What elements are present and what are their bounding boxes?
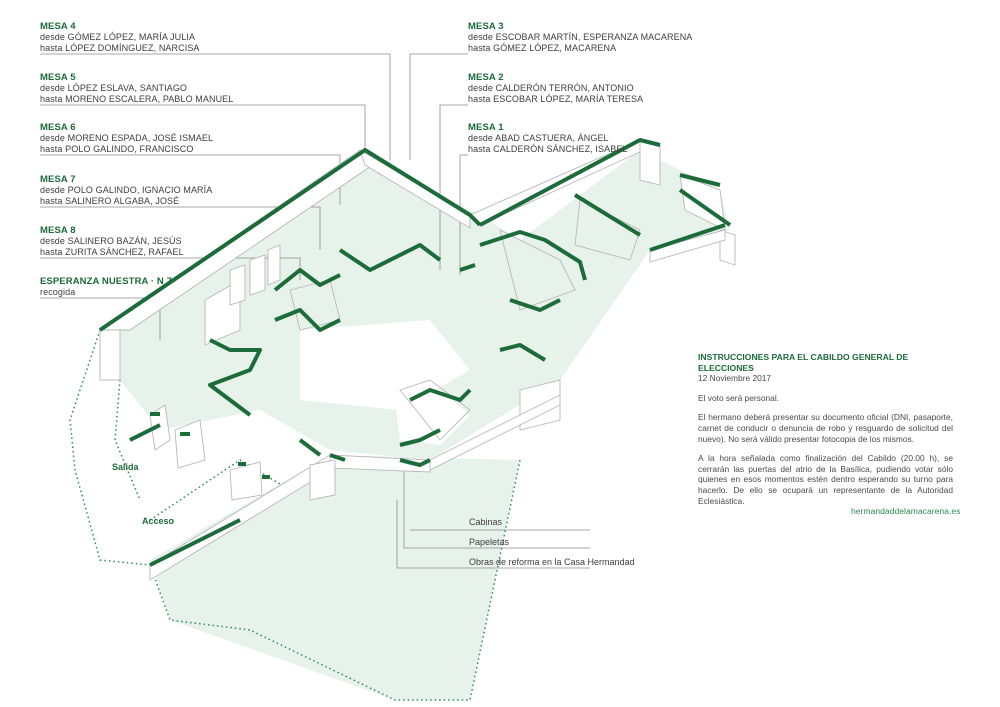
papeletas-label: Papeletas <box>469 537 510 547</box>
mesa-from: desde CALDERÓN TERRÓN, ANTONIO <box>468 83 634 93</box>
mesa-1-label: MESA 1 desde ABAD CASTUERA, ÁNGEL hasta … <box>468 122 628 155</box>
obras-label: Obras de reforma en la Casa Hermandad <box>469 557 635 567</box>
mesa-title: MESA 2 <box>468 72 504 83</box>
mesa-7-label: MESA 7 desde POLO GALINDO, IGNACIO MARÍA… <box>40 174 212 207</box>
instructions-paragraph-2: El hermano deberá presentar su documento… <box>698 412 953 444</box>
mesa-to: hasta POLO GALINDO, FRANCISCO <box>40 144 194 154</box>
salida-label: Salida <box>112 462 139 472</box>
mesa-to: hasta ESCOBAR LÓPEZ, MARÍA TERESA <box>468 94 644 104</box>
esperanza-label: ESPERANZA NUESTRA · N 7 recogida <box>40 276 172 298</box>
mesa-to: hasta MORENO ESCALERA, PABLO MANUEL <box>40 94 234 104</box>
instructions-block: INSTRUCCIONES PARA EL CABILDO GENERAL DE… <box>698 352 953 515</box>
instructions-date: 12 Noviembre 2017 <box>698 373 772 384</box>
mesa-2-label: MESA 2 desde CALDERÓN TERRÓN, ANTONIO ha… <box>468 72 643 105</box>
mesa-title: MESA 8 <box>40 225 76 236</box>
mesa-title: ESPERANZA NUESTRA · N 7 <box>40 276 172 287</box>
mesa-from: desde SALINERO BAZÁN, JESÚS <box>40 236 182 246</box>
mesa-3-label: MESA 3 desde ESCOBAR MARTÍN, ESPERANZA M… <box>468 21 692 54</box>
mesa-4-label: MESA 4 desde GÓMEZ LÓPEZ, MARÍA JULIA ha… <box>40 21 200 54</box>
mesa-title: MESA 6 <box>40 122 76 133</box>
mesa-to: hasta GÓMEZ LÓPEZ, MACARENA <box>468 43 617 53</box>
mesa-title: MESA 7 <box>40 174 76 185</box>
mesa-6-label: MESA 6 desde MORENO ESPADA, JOSÉ ISMAEL … <box>40 122 213 155</box>
mesa-title: MESA 4 <box>40 21 76 32</box>
mesa-to: hasta ZURITA SÁNCHEZ, RAFAEL <box>40 247 184 257</box>
mesa-from: desde ABAD CASTUERA, ÁNGEL <box>468 133 609 143</box>
cabinas-label: Cabinas <box>469 517 503 527</box>
mesa-from: desde GÓMEZ LÓPEZ, MARÍA JULIA <box>40 32 196 42</box>
mesa-from: desde LÓPEZ ESLAVA, SANTIAGO <box>40 83 188 93</box>
mesa-title: MESA 3 <box>468 21 504 32</box>
mesa-from: desde POLO GALINDO, IGNACIO MARÍA <box>40 185 213 195</box>
mesa-from: recogida <box>40 287 76 297</box>
mesa-title: MESA 5 <box>40 72 76 83</box>
mesa-to: hasta LÓPEZ DOMÍNGUEZ, NARCISA <box>40 43 200 53</box>
mesa-to: hasta CALDERÓN SÁNCHEZ, ISABEL <box>468 144 628 154</box>
mesa-to: hasta SALINERO ALGABA, JOSÉ <box>40 196 180 206</box>
acceso-label: Acceso <box>142 516 175 526</box>
mesa-from: desde ESCOBAR MARTÍN, ESPERANZA MACARENA <box>468 32 693 42</box>
instructions-title: INSTRUCCIONES PARA EL CABILDO GENERAL DE… <box>698 352 909 373</box>
mesa-5-label: MESA 5 desde LÓPEZ ESLAVA, SANTIAGO hast… <box>40 72 233 105</box>
instructions-paragraph-1: El voto será personal. <box>698 392 780 403</box>
mesa-8-label: MESA 8 desde SALINERO BAZÁN, JESÚS hasta… <box>40 225 184 258</box>
mesa-title: MESA 1 <box>468 122 504 133</box>
instructions-paragraph-3: A la hora señalada como finalización del… <box>698 453 953 506</box>
website-link[interactable]: hermandaddelamacarena.es <box>851 506 961 516</box>
mesa-from: desde MORENO ESPADA, JOSÉ ISMAEL <box>40 133 214 143</box>
